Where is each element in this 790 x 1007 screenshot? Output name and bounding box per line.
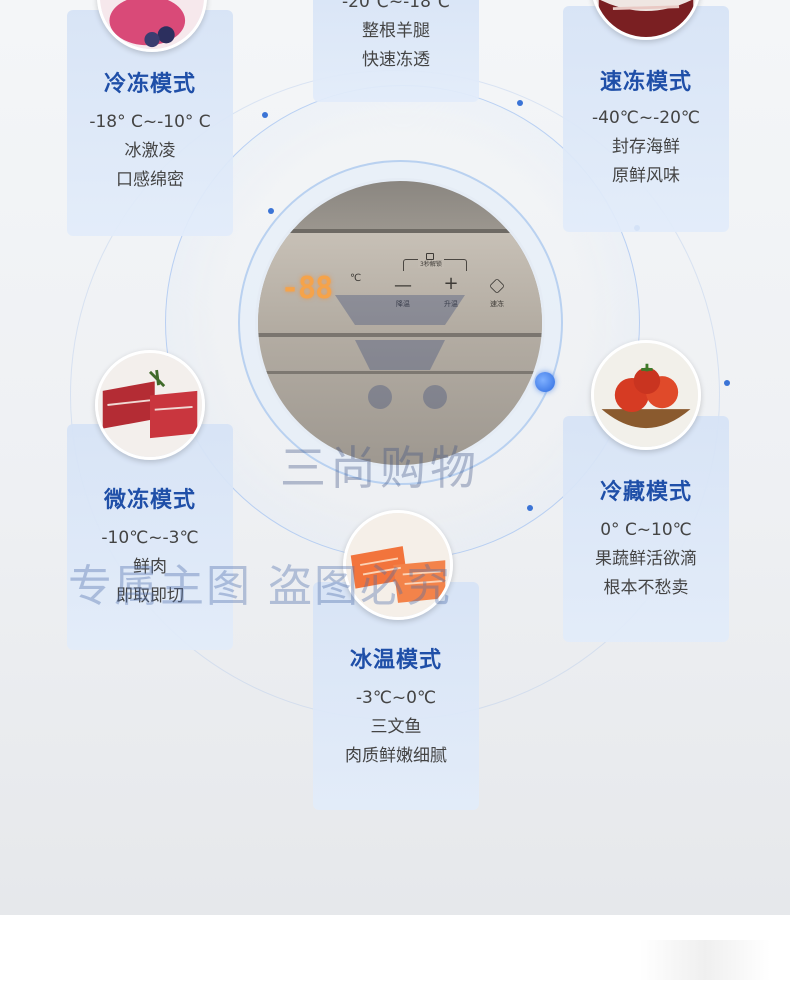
mode-range: -3℃~0℃ (355, 688, 437, 708)
mode-card-top: -20℃~-18℃ 整根羊腿 快速冻透 (313, 0, 479, 102)
mode-range: -10℃~-3℃ (101, 528, 199, 548)
ring-dot (262, 112, 268, 118)
mode-line2: 根本不愁卖 (603, 578, 689, 598)
mode-title: 微冻模式 (103, 488, 196, 513)
mode-title: 冰温模式 (349, 648, 442, 673)
temperature-display: -88 (281, 271, 333, 306)
mode-line2: 口感绵密 (116, 170, 184, 190)
mode-title: 速冻模式 (599, 70, 692, 95)
mode-card-chill: 冷藏模式 0° C~10℃ 果蔬鲜活欲滴 根本不愁卖 (563, 416, 729, 642)
mode-line1: 果蔬鲜活欲滴 (595, 549, 697, 569)
fresh-meat-photo (95, 350, 205, 460)
temperature-unit: ℃ (350, 273, 362, 284)
mode-card-quick: 速冻模式 -40℃~-20℃ 封存海鲜 原鲜风味 (563, 6, 729, 232)
steak-photo (591, 0, 701, 40)
mode-infographic: -88 ℃ 3秒解锁 — 降温 + 升温 速冻 三尚购物 -20℃~-18℃ 整… (0, 0, 790, 915)
shopping-cart-watermark (335, 295, 465, 409)
mode-line1: 封存海鲜 (612, 137, 680, 157)
mode-line1: 整根羊腿 (362, 21, 430, 41)
mode-range: -40℃~-20℃ (592, 108, 700, 128)
mode-line2: 原鲜风味 (612, 166, 680, 186)
salmon-photo (343, 510, 453, 620)
mode-title: 冷冻模式 (103, 72, 196, 97)
plus-label: 升温 (436, 299, 466, 309)
minus-button[interactable]: — (394, 275, 412, 296)
mode-line2: 快速冻透 (362, 50, 430, 70)
ring-dot (517, 100, 523, 106)
tomatoes-photo (591, 340, 701, 450)
unlock-hint: 3秒解锁 (403, 259, 467, 271)
brand-watermark: 三尚购物 (280, 441, 480, 495)
mode-line1: 冰激凌 (124, 141, 176, 161)
mode-line2: 肉质鲜嫩细腻 (345, 746, 447, 766)
mode-line2: 即取即切 (116, 586, 184, 606)
mode-card-micro: 微冻模式 -10℃~-3℃ 鲜肉 即取即切 (67, 424, 233, 650)
ring-marker-dot (535, 372, 555, 392)
mode-line1: 鲜肉 (133, 557, 167, 577)
plus-button[interactable]: + (443, 273, 459, 294)
mode-range: -20℃~-18℃ (342, 0, 450, 12)
mode-range: -18° C~-10° C (89, 112, 211, 132)
lock-icon (426, 253, 434, 260)
unlock-label: 3秒解锁 (418, 259, 444, 268)
copyright-watermark: 专属主图 盗图必究 (68, 561, 452, 612)
ring-dot (724, 380, 730, 386)
quick-freeze-label: 速冻 (490, 300, 504, 308)
control-panel-closeup: -88 ℃ 3秒解锁 — 降温 + 升温 速冻 (255, 178, 545, 468)
mode-title: 冷藏模式 (599, 480, 692, 505)
ring-dot (527, 505, 533, 511)
mode-line1: 三文鱼 (370, 717, 422, 737)
minus-label: 降温 (388, 299, 418, 309)
mode-range: 0° C~10℃ (600, 520, 692, 540)
faint-footer-mark (640, 940, 770, 980)
mode-card-ice: 冰温模式 -3℃~0℃ 三文鱼 肉质鲜嫩细腻 (313, 582, 479, 810)
ring-dot (268, 208, 274, 214)
